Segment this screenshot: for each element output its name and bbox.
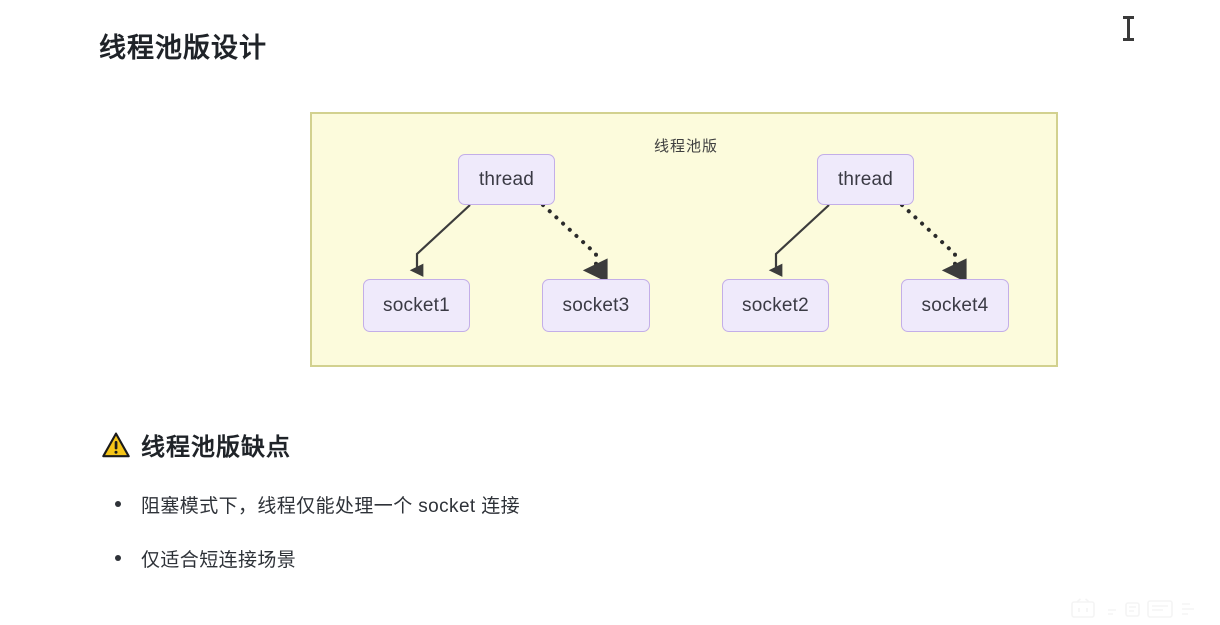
node-socket1[interactable]: socket1: [363, 279, 470, 332]
warning-triangle-icon: [102, 432, 130, 457]
edge-threadleft-socket3: [541, 203, 608, 283]
edge-threadleft-socket1: [409, 204, 471, 277]
node-socket2[interactable]: socket2: [722, 279, 829, 332]
drawbacks-heading-text: 线程池版缺点: [141, 434, 291, 461]
diagram-title-label: 线程池版: [653, 138, 718, 155]
edge-threadright-socket4: [900, 203, 967, 283]
node-socket4[interactable]: socket4: [901, 279, 1009, 332]
drawbacks-heading: 线程池版缺点: [102, 427, 291, 462]
node-thread-left[interactable]: thread: [458, 154, 555, 205]
drawbacks-list: 阻塞模式下，线程仅能处理一个 socket 连接 仅适合短连接场景: [106, 491, 520, 599]
bilibili-watermark: [1071, 598, 1194, 618]
node-thread-right[interactable]: thread: [817, 154, 914, 205]
text-ibeam-cursor: [1123, 16, 1134, 41]
edge-threadright-socket2: [768, 204, 830, 277]
list-item: 仅适合短连接场景: [106, 545, 520, 572]
list-item: 阻塞模式下，线程仅能处理一个 socket 连接: [106, 491, 520, 518]
node-socket3[interactable]: socket3: [542, 279, 650, 332]
thread-pool-diagram-panel: 线程池版 thread thread socket1 socket3 socke…: [310, 112, 1058, 367]
page-title: 线程池版设计: [99, 33, 267, 63]
